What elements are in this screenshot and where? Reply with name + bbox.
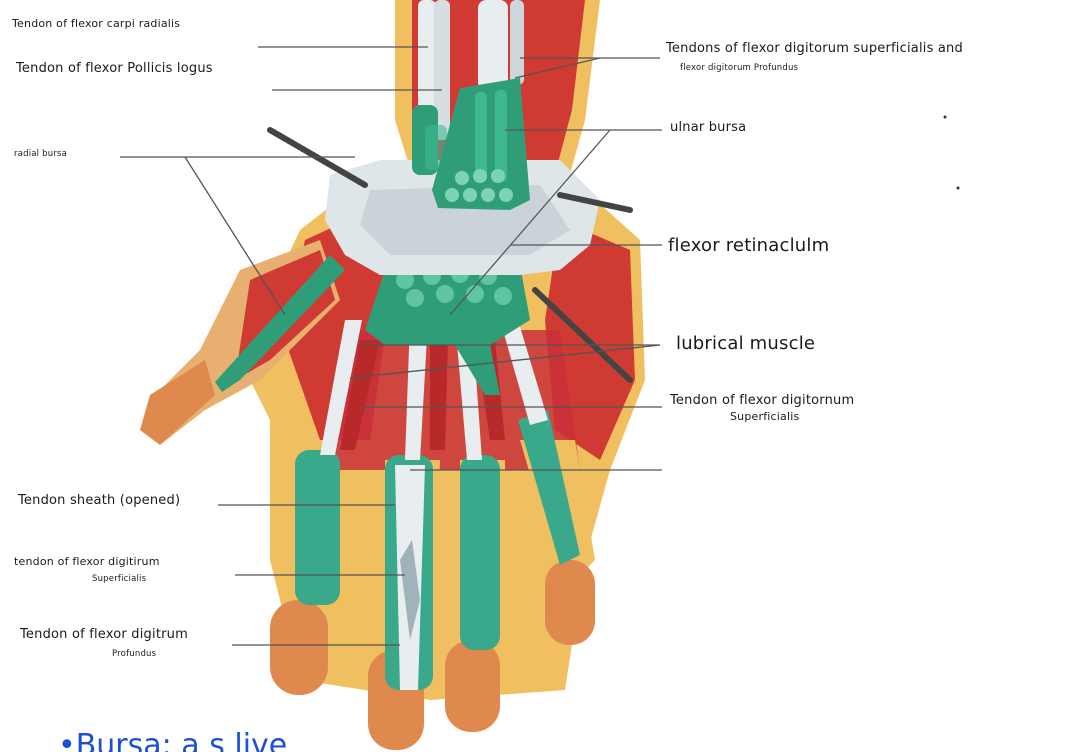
- finger-ring-tip: [445, 640, 500, 732]
- dot-1: [944, 116, 947, 119]
- label-fdp-left-1: Tendon of flexor digitrum: [20, 628, 188, 642]
- tendon-fds-b: [510, 0, 524, 85]
- dot-2: [957, 187, 960, 190]
- label-fds-right-2: Superficialis: [730, 411, 799, 423]
- lumbrical-2: [430, 340, 448, 450]
- label-tendon-sheath: Tendon sheath (opened): [18, 494, 180, 508]
- sheath-index: [295, 450, 340, 605]
- label-fds-right-1: Tendon of flexor digitornum: [670, 394, 854, 408]
- label-ulnar-bursa: ulnar bursa: [670, 121, 746, 135]
- label-tendons-right-1: Tendons of flexor digitorum superficiali…: [666, 42, 963, 56]
- label-fdp-left-2: Profundus: [112, 650, 156, 659]
- label-tendons-right-2: flexor digitorum Profundus: [680, 64, 798, 73]
- label-flexor-retinaculum: flexor retinaclulm: [668, 236, 829, 256]
- sheath-ring: [460, 455, 500, 650]
- label-radial-bursa: radial bursa: [14, 150, 67, 159]
- label-fds-left-1: tendon of flexor digitirum: [14, 556, 160, 568]
- finger-index-tip: [270, 600, 328, 695]
- finger-little-tip: [545, 560, 595, 645]
- label-fpl: Tendon of flexor Pollicis logus: [16, 62, 213, 76]
- label-lumbrical-muscle: lubrical muscle: [676, 334, 815, 354]
- bursa-note: •Bursa: a s live: [58, 728, 287, 752]
- tendons-fds-fdp-forearm: [478, 0, 508, 90]
- label-fcr: Tendon of flexor carpi radialis: [12, 18, 180, 30]
- label-fds-left-2: Superficialis: [92, 575, 146, 584]
